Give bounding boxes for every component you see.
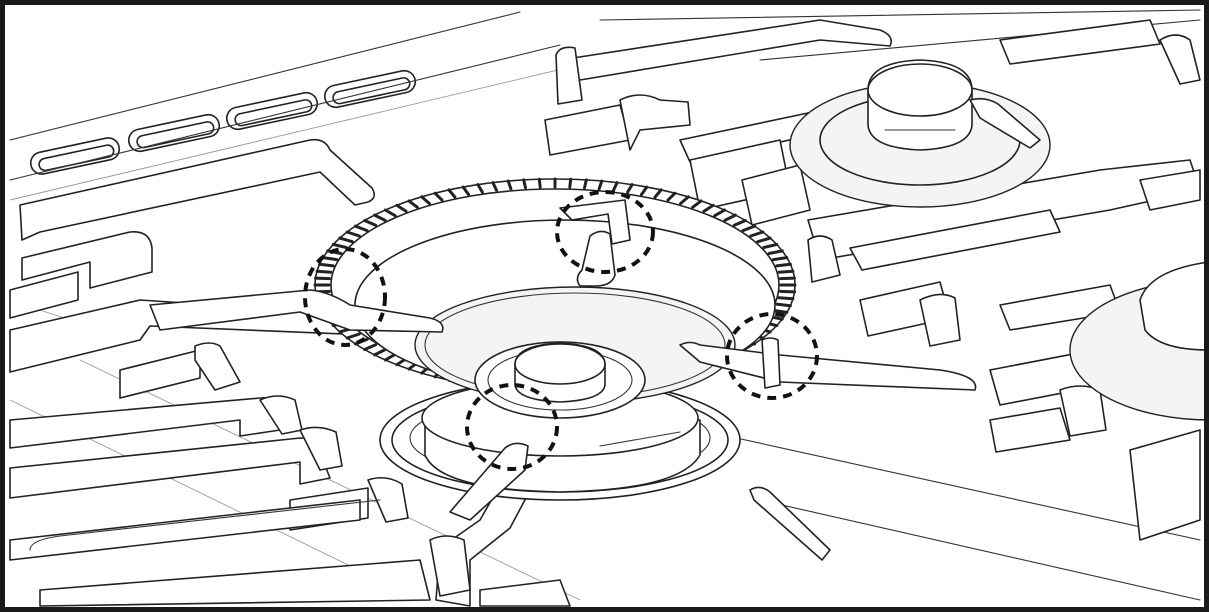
callouts [303,190,819,471]
wok-ring [313,177,797,419]
ring-tooth [779,289,796,294]
ring-tooth [771,308,789,314]
callout-left-tab [303,247,387,347]
ring-tooth [713,208,727,218]
ring-tooth [691,199,703,209]
ring-tooth [775,262,792,268]
ring-tooth [420,195,431,205]
ring-tooth [491,181,498,192]
ring-tooth [640,185,649,196]
ring-tooth [762,242,779,249]
ring-tooth [506,179,513,191]
ring-tooth [771,256,789,262]
ring-tooth [537,177,542,189]
ring-tooth [777,296,795,301]
ring-tooth [363,343,378,351]
ring-tooth [767,249,784,255]
ring-tooth [461,185,470,196]
ring-tooth [679,195,690,205]
ring-tooth [383,208,397,218]
ring-tooth [723,213,737,222]
ring-tooth [777,269,795,274]
ring-tooth [741,224,757,233]
ring-tooth [338,236,354,244]
ring-tooth [383,352,397,362]
ring-tooth [373,213,387,222]
burner-right [1069,261,1209,421]
burner-back-right [789,59,1051,208]
ring-tooth [522,178,527,190]
callout-right-tab [725,312,819,400]
ring-tooth [749,230,765,238]
ring-tooth [612,181,619,192]
ring-tooth [568,177,573,189]
ring-tooth [315,269,333,274]
ring-tooth [702,203,715,213]
ring-tooth [321,256,339,262]
ring-tooth [666,191,677,202]
callout-top-tab [555,190,655,274]
ring-tooth [345,332,361,340]
ring-tooth [756,236,772,244]
ring-tooth [363,219,378,227]
ring-tooth [583,178,588,190]
ring-tooth [447,188,457,199]
ring-tooth [626,183,634,194]
ring-tooth [779,276,796,281]
ring-tooth [345,230,361,238]
ring-tooth [331,242,348,249]
ring-tooth [732,219,747,227]
vent-slots [29,69,417,175]
ring-tooth [433,191,444,202]
ring-tooth [314,276,331,281]
ring-tooth [597,179,604,191]
ring-tooth [775,302,792,308]
ring-tooth [653,188,663,199]
ring-tooth [407,199,419,209]
ring-tooth [476,183,484,194]
ring-tooth [373,348,387,357]
ring-tooth [318,262,335,268]
callout-bottom-tab [465,383,559,471]
ring-tooth [395,203,408,213]
ring-tooth [353,224,369,233]
